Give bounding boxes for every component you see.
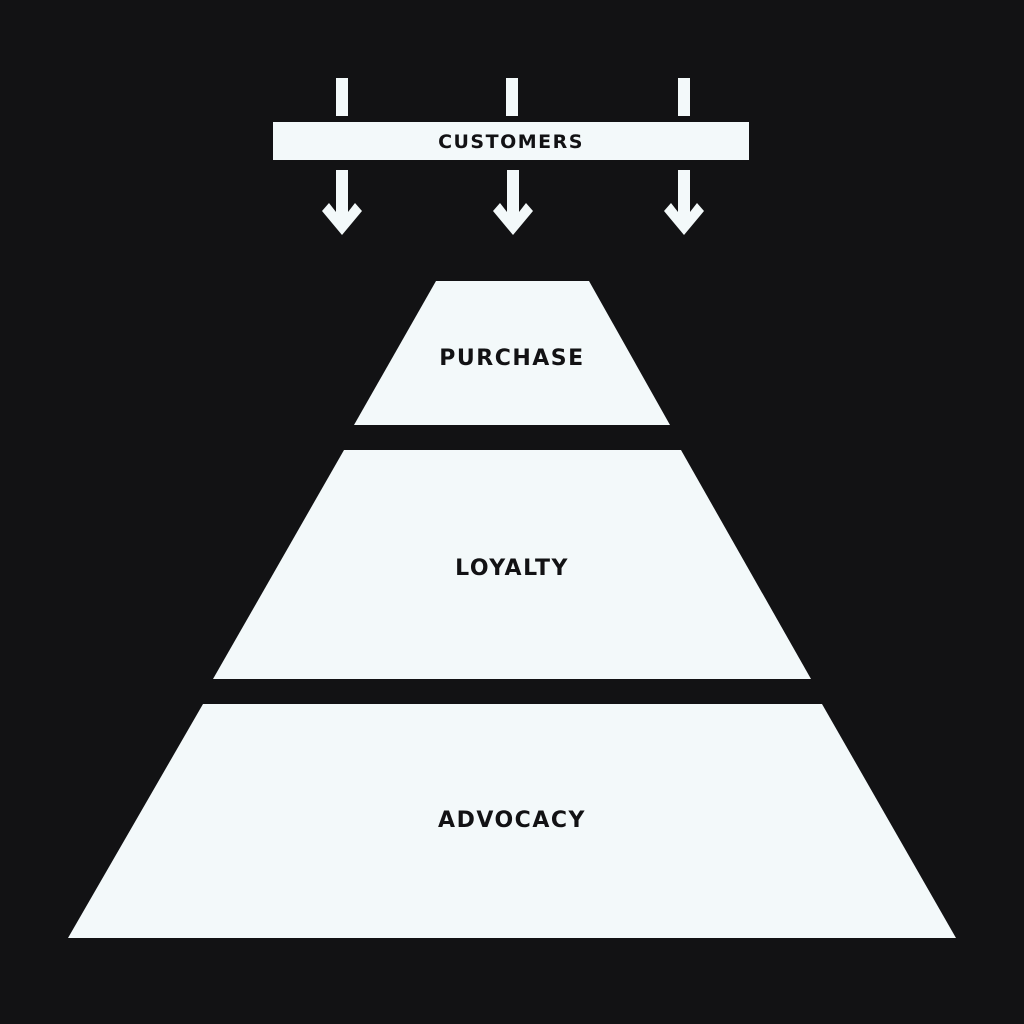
- tier-shape: [354, 281, 670, 425]
- arrow-down-icon: [664, 170, 704, 235]
- tier-loyalty: LOYALTY: [213, 450, 811, 679]
- incoming-line-center: [506, 78, 518, 116]
- tier-label: LOYALTY: [455, 556, 569, 581]
- incoming-lines: [336, 78, 690, 116]
- tier-advocacy: ADVOCACY: [68, 704, 956, 938]
- tier-label: ADVOCACY: [438, 808, 586, 833]
- incoming-line-left: [336, 78, 348, 116]
- tier-shape: [68, 704, 956, 938]
- arrow-down-icon: [322, 170, 362, 235]
- arrow-down-icon: [493, 170, 533, 235]
- banner-bar: [273, 122, 749, 160]
- customers-banner: CUSTOMERS: [273, 122, 749, 160]
- banner-label: CUSTOMERS: [438, 131, 584, 153]
- incoming-line-right: [678, 78, 690, 116]
- pyramid: PURCHASE LOYALTY ADVOCACY: [68, 281, 956, 938]
- tier-purchase: PURCHASE: [354, 281, 670, 425]
- down-arrows: [322, 170, 704, 235]
- tier-shape: [213, 450, 811, 679]
- tier-label: PURCHASE: [439, 346, 584, 371]
